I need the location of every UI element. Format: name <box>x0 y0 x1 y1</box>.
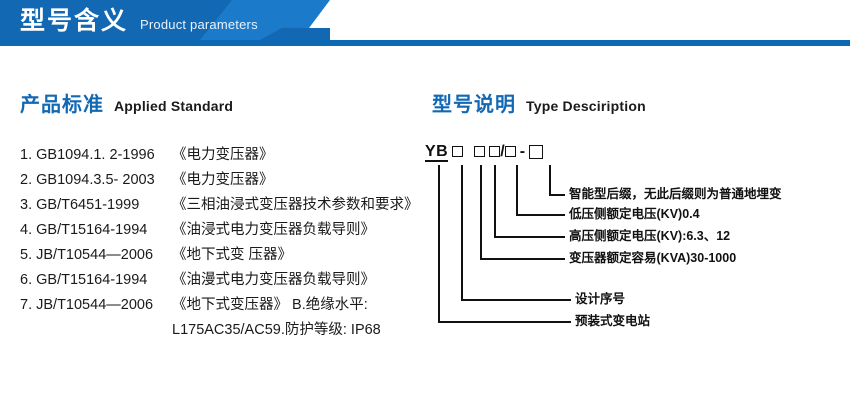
list-item: 6. GB/T15164-1994 《油漫式电力变压器负载导则》 <box>20 268 440 293</box>
leader-line-vertical-lv-rated-voltage <box>516 165 518 215</box>
list-item: 1. GB1094.1. 2-1996 《电力变压器》 <box>20 143 440 168</box>
list-item: 7. JB/T10544—2006 《地下式变压器》 B.绝缘水平: <box>20 293 440 318</box>
symbol-slash: / <box>500 143 505 160</box>
leader-line-horizontal-hv-rated-voltage <box>494 236 565 238</box>
banner-title-cn: 型号含义 <box>20 7 129 35</box>
type-symbol-row: YB /- <box>425 143 544 165</box>
right-heading-cn: 型号说明 <box>432 94 516 116</box>
callout-label-design-serial: 设计序号 <box>575 292 626 306</box>
symbol-box-3 <box>489 146 501 157</box>
banner-shape-tail <box>260 28 330 40</box>
list-item: 5. JB/T10544—2006 《地下式变 压器》 <box>20 243 440 268</box>
standard-code: 2. GB1094.3.5- 2003 <box>20 172 155 188</box>
applied-standards-list: 1. GB1094.1. 2-1996 《电力变压器》 2. GB1094.3.… <box>20 143 440 343</box>
standard-code: 7. JB/T10544—2006 <box>20 297 154 313</box>
left-section-heading: 产品标准 Applied Standard <box>20 88 233 117</box>
banner-shape-dark <box>0 0 232 40</box>
page-header-banner: 型号含义 Product parameters <box>0 0 850 46</box>
standard-code: 5. JB/T10544—2006 <box>20 247 154 263</box>
leader-line-vertical-prefab-substation <box>438 165 440 322</box>
symbol-box-5 <box>529 145 544 159</box>
symbol-box-2 <box>474 146 486 157</box>
callout-label-prefab-substation: 预装式变电站 <box>575 314 651 328</box>
list-item: 3. GB/T6451-1999 《三相油浸式变压器技术参数和要求》 <box>20 193 440 218</box>
symbol-dash: - <box>519 143 526 160</box>
standard-title: 《电力变压器》 <box>172 172 274 188</box>
list-item: 2. GB1094.3.5- 2003 《电力变压器》 <box>20 168 440 193</box>
standard-title: 《三相油浸式变压器技术参数和要求》 <box>172 197 419 213</box>
callout-label-rated-capacity: 变压器额定容易(KVA)30-1000 <box>569 251 737 265</box>
list-item: 4. GB/T15164-1994 《油浸式电力变压器负载导则》 <box>20 218 440 243</box>
right-heading-en: Type Desciription <box>526 98 646 114</box>
standard-code: 1. GB1094.1. 2-1996 <box>20 147 155 163</box>
symbol-box-4 <box>504 146 516 157</box>
leader-line-horizontal-lv-rated-voltage <box>516 214 565 216</box>
symbol-box-1 <box>452 146 464 157</box>
standard-title: 《地下式变 压器》 <box>172 247 293 263</box>
left-heading-cn: 产品标准 <box>20 94 104 116</box>
standard-code: 3. GB/T6451-1999 <box>20 197 140 213</box>
standard-code: 6. GB/T15164-1994 <box>20 272 148 288</box>
standard-title: 《电力变压器》 <box>172 147 274 163</box>
banner-title-en: Product parameters <box>140 17 258 32</box>
symbol-prefix-yb: YB <box>425 143 449 162</box>
standard-continuation: L175AC35/AC59.防护等级: IP68 <box>172 322 381 338</box>
standard-title: 《油浸式电力变压器负载导则》 <box>172 222 375 238</box>
left-heading-en: Applied Standard <box>114 98 234 114</box>
standard-title: 《地下式变压器》 B.绝缘水平: <box>172 297 368 313</box>
leader-line-vertical-intelligent-suffix <box>549 165 551 195</box>
standard-title: 《油漫式电力变压器负载导则》 <box>172 272 375 288</box>
type-designation-diagram: YB /- 智能型后缀，无此后缀则为普通地埋变 低压侧额定电压(KV)0.4 高压… <box>425 143 845 343</box>
standard-code: 4. GB/T15164-1994 <box>20 222 148 238</box>
banner-bottom-rule <box>0 40 850 46</box>
callout-label-hv-rated-voltage: 高压侧额定电压(KV):6.3、12 <box>569 229 731 243</box>
leader-line-horizontal-rated-capacity <box>480 258 565 260</box>
leader-line-vertical-rated-capacity <box>480 165 482 259</box>
leader-line-vertical-design-serial <box>461 165 463 300</box>
leader-line-horizontal-prefab-substation <box>438 321 571 323</box>
callout-label-intelligent-suffix: 智能型后缀，无此后缀则为普通地埋变 <box>569 187 782 201</box>
right-section-heading: 型号说明 Type Desciription <box>432 88 646 117</box>
leader-line-horizontal-intelligent-suffix <box>549 194 565 196</box>
leader-line-vertical-hv-rated-voltage <box>494 165 496 237</box>
callout-label-lv-rated-voltage: 低压侧额定电压(KV)0.4 <box>569 207 700 221</box>
leader-line-horizontal-design-serial <box>461 299 571 301</box>
